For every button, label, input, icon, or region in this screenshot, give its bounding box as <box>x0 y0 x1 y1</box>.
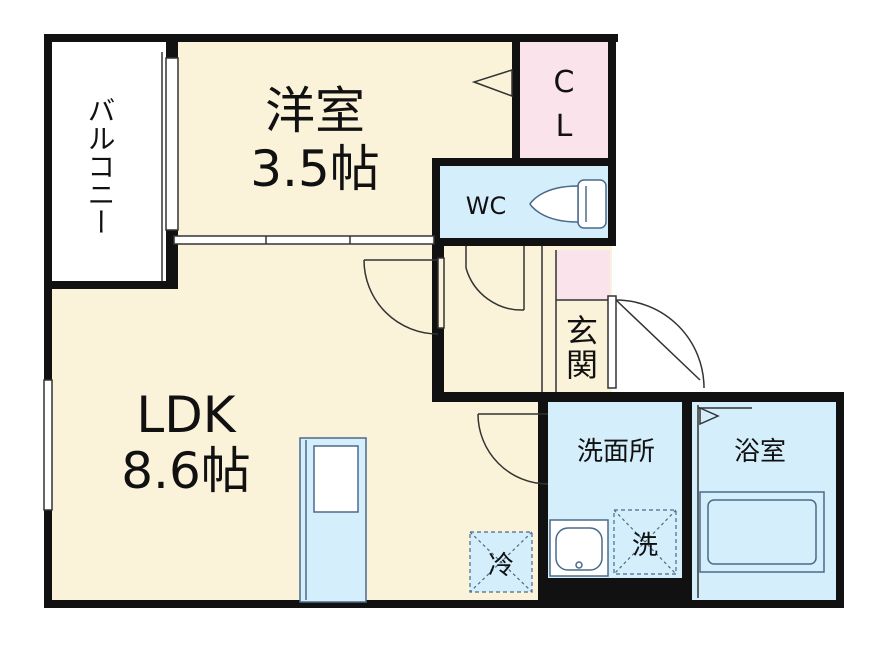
hall-floor <box>438 242 542 397</box>
ldk-name: LDK <box>136 386 236 444</box>
wash-basin-icon <box>549 519 609 577</box>
fridge-label: 冷 <box>488 551 514 581</box>
western-room-name: 洋室 <box>265 82 365 140</box>
toilet-icon <box>529 179 607 229</box>
washer-label: 洗 <box>632 531 658 561</box>
closet-label-1: C <box>554 65 575 100</box>
kitchen-counter-icon <box>299 437 367 603</box>
western-room-size: 3.5帖 <box>250 140 380 198</box>
fridge-space <box>469 531 533 593</box>
entrance-label-1: 玄 <box>566 312 598 350</box>
entrance-label-2: 関 <box>566 346 598 384</box>
openings <box>43 57 617 511</box>
balcony-floor <box>50 40 174 285</box>
washroom-label: 洗面所 <box>577 437 655 467</box>
closet-floor <box>516 40 612 158</box>
fixtures <box>299 179 825 603</box>
closet-label-2: L <box>556 109 573 144</box>
wc-label: WC <box>466 192 507 220</box>
shoe-box-floor <box>556 250 610 300</box>
ldk-floor <box>50 242 542 605</box>
bathroom-label: 浴室 <box>734 437 786 467</box>
opening-ticks <box>265 236 351 244</box>
balcony-label: バルコニー <box>84 96 117 236</box>
doors <box>363 68 752 485</box>
washer-space <box>613 509 677 575</box>
ldk-size: 8.6帖 <box>121 442 251 500</box>
bathtub-icon <box>699 491 825 573</box>
